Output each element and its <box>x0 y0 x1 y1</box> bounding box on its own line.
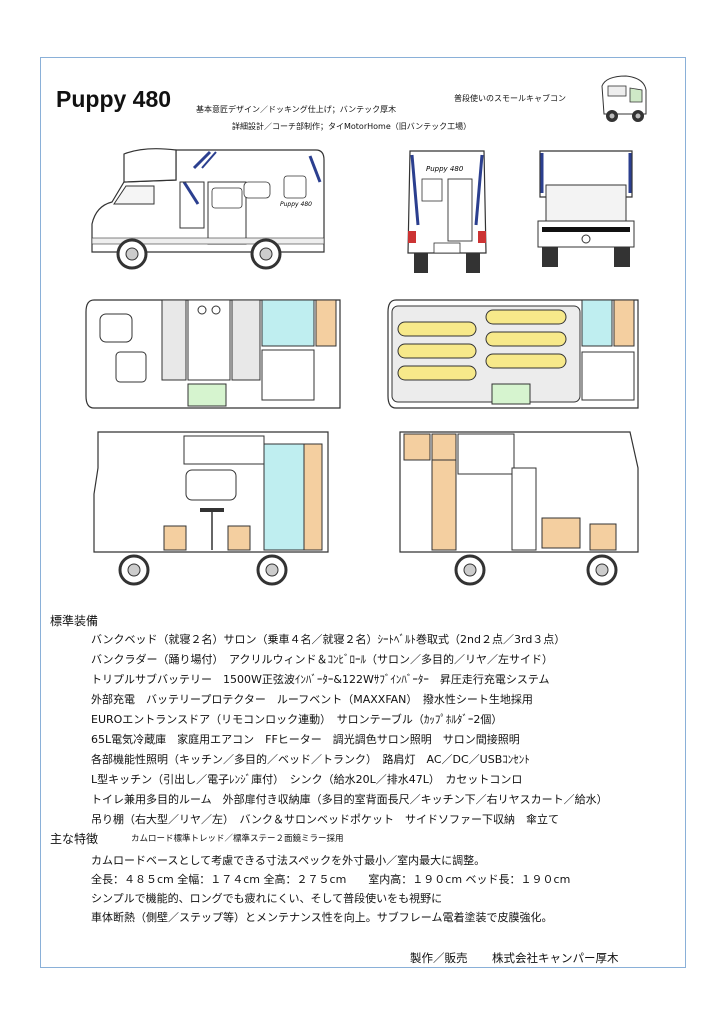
equipment-heading: 標準装備 <box>50 614 99 628</box>
floor-plan-night <box>387 299 639 409</box>
equipment-line: 吊り棚（右大型／リヤ／左） バンク＆サロンベッドポケット サイドソファー下収納 … <box>91 813 560 826</box>
features-heading: 主な特徴 <box>50 832 99 846</box>
side-logo: Puppy 480 <box>280 201 312 208</box>
front-view-drawing <box>537 150 635 267</box>
interior-elevation-right <box>399 431 639 586</box>
equipment-line: L型キッチン（引出し／電子ﾚﾝｼﾞ庫付） シンク（給水20L／排水47L） カセ… <box>91 773 523 786</box>
features-subnote: カムロード標準トレッド／標準ステー２面鏡ミラー採用 <box>131 834 344 844</box>
maker-label: 製作／販売 <box>410 951 468 965</box>
equipment-line: トイレ兼用多目的ルーム 外部扉付き収納庫（多目的室背面長尺／キッチン下／右リヤス… <box>91 793 608 806</box>
feature-line: カムロードベースとして考慮できる寸法スペックを外寸最小／室内最大に調整。 <box>91 854 486 867</box>
feature-line: シンプルで機能的、ロングでも疲れにくい、そして普段使いをも視野に <box>91 892 443 905</box>
equipment-line: バンクベッド（就寝２名）サロン（乗車４名／就寝２名）ｼｰﾄﾍﾞﾙﾄ巻取式（2nd… <box>91 633 566 646</box>
page-frame <box>40 57 686 968</box>
equipment-line: 外部充電 バッテリープロテクター ルーフベント（MAXXFAN） 撥水性シート生… <box>91 693 533 706</box>
build-credit: 詳細設計／コーチ部制作；タイMotorHome（旧バンテック工場） <box>232 122 472 131</box>
page-title: Puppy 480 <box>56 86 172 112</box>
feature-line: 全長：４８５cm 全幅：１７４cm 全高：２７５cm 室内高：１９０cm ベッド… <box>91 873 571 886</box>
interior-elevation-left <box>93 431 329 586</box>
design-credit: 基本意匠デザイン／ドッキング仕上げ；バンテック厚木 <box>196 105 397 114</box>
maker-name: 株式会社キャンパー厚木 <box>492 951 619 965</box>
floor-plan-day <box>85 299 341 409</box>
equipment-line: トリプルサブバッテリー 1500W正弦波ｲﾝﾊﾞｰﾀｰ&122Wｻﾌﾞｲﾝﾊﾞｰ… <box>91 673 550 686</box>
equipment-line: EUROエントランスドア（リモコンロック連動） サロンテーブル（ｶｯﾌﾟﾎﾙﾀﾞ… <box>91 713 503 726</box>
equipment-line: バンクラダー（踊り場付） アクリルウィンド＆ｺﾝﾋﾞﾛｰﾙ（サロン／多目的／リヤ… <box>91 653 553 666</box>
feature-line: 車体断熱（側壁／ステップ等）とメンテナンス性を向上。サブフレーム電着塗装で皮膜強… <box>91 911 553 924</box>
camper-thumbnail <box>601 75 647 122</box>
tagline: 普段使いのスモールキャブコン <box>454 94 566 103</box>
rear-logo: Puppy 480 <box>426 165 464 173</box>
equipment-line: 65L電気冷蔵庫 家庭用エアコン FFヒーター 調光調色サロン照明 サロン間接照… <box>91 733 520 746</box>
rear-view-drawing: Puppy 480 <box>407 150 487 273</box>
equipment-line: 各部機能性照明（キッチン／多目的／ベッド／トランク） 路肩灯 AC／DC／USB… <box>91 753 530 766</box>
side-view-drawing: Puppy 480 <box>91 148 325 270</box>
